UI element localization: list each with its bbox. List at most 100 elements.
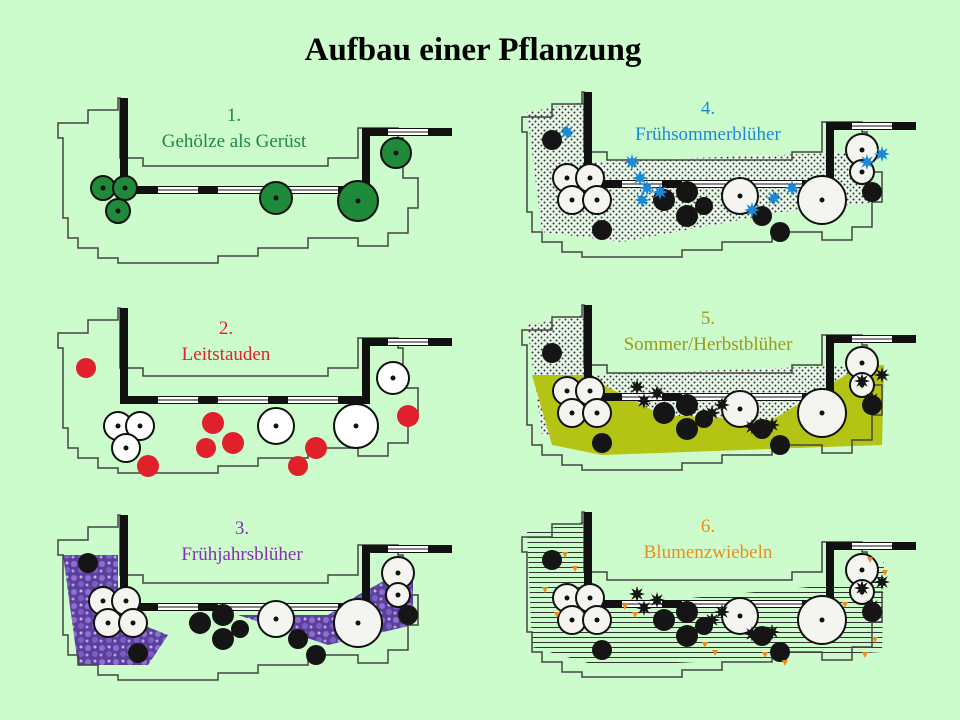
bulb-mark <box>632 612 638 618</box>
plant-star <box>704 612 720 628</box>
bed-outline <box>57 307 419 474</box>
plant-blob <box>542 343 562 363</box>
plant-blob <box>305 437 327 459</box>
plant-blob <box>752 419 772 439</box>
plant-star <box>714 397 730 413</box>
page-title: Aufbau einer Pflanzung <box>304 32 642 68</box>
panel-3 <box>57 514 452 681</box>
plant-blob <box>212 604 234 626</box>
plant-star <box>629 379 645 395</box>
house-wall <box>120 98 452 194</box>
panel-1 <box>57 97 452 264</box>
plant-star <box>634 192 650 208</box>
plant-star <box>639 180 655 196</box>
panel-6 <box>521 511 916 678</box>
bulb-mark <box>882 570 888 576</box>
plant-blob <box>770 435 790 455</box>
panel-4 <box>521 91 916 258</box>
bulb-mark <box>842 602 848 608</box>
bed-outline <box>521 304 883 471</box>
plant-star <box>854 580 870 596</box>
plant-blob <box>212 628 234 650</box>
bulb-mark <box>572 566 578 572</box>
plant-blob <box>695 617 713 635</box>
plant-blob <box>202 412 224 434</box>
plant-star <box>864 391 880 407</box>
dotted-area <box>527 102 877 242</box>
plant-blob <box>78 553 98 573</box>
bulb-mark <box>562 552 568 558</box>
panel-label-1: 1.Gehölze als Gerüst <box>161 105 307 152</box>
plant-blob <box>676 181 698 203</box>
diagram-body <box>57 91 916 681</box>
plant-blob <box>592 640 612 660</box>
plant-blob <box>653 402 675 424</box>
plant-star <box>652 184 668 200</box>
plant-star <box>874 367 890 383</box>
house-wall <box>584 512 916 608</box>
plant-blob <box>231 620 249 638</box>
bulb-mark <box>762 652 768 658</box>
panel-2 <box>57 307 452 477</box>
hatched-area <box>527 522 884 667</box>
plant-blob <box>695 197 713 215</box>
plant-blob <box>676 205 698 227</box>
plant-blob <box>542 130 562 150</box>
plant-blob <box>653 609 675 631</box>
bed-outline <box>57 97 419 264</box>
plant-blob <box>676 394 698 416</box>
bulb-mark <box>622 604 628 610</box>
bulb-mark <box>862 652 868 658</box>
bulb-mark <box>554 612 560 618</box>
plant-blob <box>196 438 216 458</box>
bed-outline <box>57 514 419 681</box>
plant-star <box>714 604 730 620</box>
plant-star <box>744 202 760 218</box>
panel-label-2: 2.Leitstauden <box>181 318 271 365</box>
plant-star <box>764 417 780 433</box>
yellow-area <box>532 365 884 455</box>
plant-blob <box>592 220 612 240</box>
plant-blob <box>862 182 882 202</box>
plant-star <box>559 124 575 140</box>
house-wall <box>584 305 916 401</box>
plant-blob <box>288 629 308 649</box>
plant-blob <box>676 601 698 623</box>
bed-outline <box>521 511 883 678</box>
bulb-mark <box>542 587 548 593</box>
plant-star <box>764 624 780 640</box>
plant-blob <box>306 645 326 665</box>
panel-label-4: 4.Frühsommerblüher <box>635 98 781 145</box>
panel-label-3: 3.Frühjahrsblüher <box>181 518 303 565</box>
plant-blob <box>76 358 96 378</box>
panel-label-6: 6.Blumenzwiebeln <box>643 516 773 563</box>
plant-star <box>766 190 782 206</box>
plant-blob <box>752 206 772 226</box>
plant-star <box>784 180 800 196</box>
panel-label-5: 5.Sommer/Herbstblüher <box>623 308 793 355</box>
plant-star <box>854 373 870 389</box>
plant-blob <box>752 626 772 646</box>
house-wall <box>584 92 916 188</box>
plant-blob <box>398 605 418 625</box>
plant-star <box>629 586 645 602</box>
bulb-mark <box>712 650 718 656</box>
plant-blob <box>128 643 148 663</box>
plant-blob <box>592 433 612 453</box>
violet-area <box>63 555 413 665</box>
plant-blob <box>676 625 698 647</box>
plant-blob <box>288 456 308 476</box>
plant-star <box>744 626 760 642</box>
plant-star <box>632 170 648 186</box>
plant-star <box>636 393 652 409</box>
plant-blob <box>397 405 419 427</box>
plant-star <box>636 600 652 616</box>
plant-blob <box>222 432 244 454</box>
plant-blob <box>542 550 562 570</box>
plant-star <box>704 405 720 421</box>
plant-blob <box>770 222 790 242</box>
house-wall <box>120 308 452 404</box>
bulb-mark <box>867 557 873 563</box>
plant-star <box>624 154 640 170</box>
